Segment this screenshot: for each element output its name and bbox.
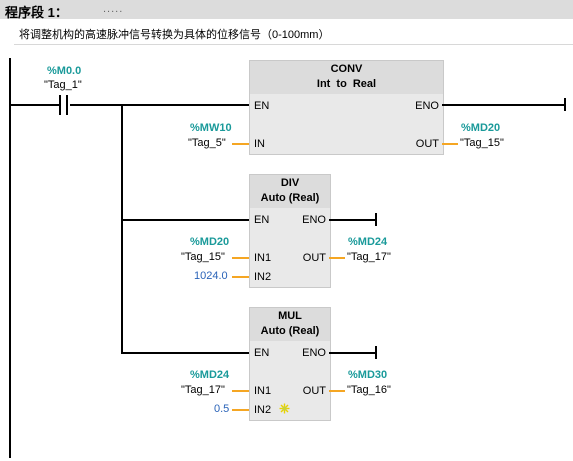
mul-pin-en: EN xyxy=(254,347,270,359)
conv-block[interactable]: CONV Int to Real EN ENO IN OUT xyxy=(249,60,444,155)
div-pin-eno: ENO xyxy=(302,214,326,226)
conv-pin-in: IN xyxy=(254,138,265,150)
mul-pin-in2: IN2 xyxy=(254,404,272,416)
conv-out-tag[interactable]: "Tag_15" xyxy=(460,137,504,149)
div-block[interactable]: DIV Auto (Real) EN ENO IN1 OUT IN2 xyxy=(249,174,331,288)
mul-out-address[interactable]: %MD30 xyxy=(348,369,388,381)
wire-mul-out xyxy=(329,390,345,392)
wire-div-eno xyxy=(329,219,376,221)
network-header[interactable] xyxy=(0,0,573,19)
power-rail xyxy=(9,58,11,458)
mul-in1-tag[interactable]: "Tag_17" xyxy=(181,384,225,396)
conv-pin-out: OUT xyxy=(415,138,439,150)
mul-eno-end xyxy=(375,346,377,359)
contact-tag[interactable]: "Tag_1" xyxy=(44,79,82,91)
wire-mul-in2 xyxy=(232,409,249,411)
mul-out-tag[interactable]: "Tag_16" xyxy=(347,384,391,396)
wire-div-out xyxy=(329,257,345,259)
conv-in-tag[interactable]: "Tag_5" xyxy=(188,137,226,149)
wire-conv-eno xyxy=(442,104,565,106)
div-out-tag[interactable]: "Tag_17" xyxy=(347,251,391,263)
mul-in1-address[interactable]: %MD24 xyxy=(190,369,230,381)
div-pin-in1: IN1 xyxy=(254,252,272,264)
branch-wire xyxy=(121,104,123,353)
div-in2-constant[interactable]: 1024.0 xyxy=(194,270,228,282)
conv-title: CONV xyxy=(330,63,363,75)
div-pin-in2: IN2 xyxy=(254,271,272,283)
network-comment-field[interactable] xyxy=(14,21,573,45)
div-title: DIV xyxy=(280,177,300,189)
mul-title: MUL xyxy=(278,310,302,322)
div-in1-address[interactable]: %MD20 xyxy=(190,236,230,248)
mul-in2-constant[interactable]: 0.5 xyxy=(214,403,230,415)
conv-header: CONV Int to Real xyxy=(250,61,443,94)
contact-address[interactable]: %M0.0 xyxy=(47,65,82,77)
mul-block[interactable]: MUL Auto (Real) EN ENO IN1 OUT IN2 xyxy=(249,307,331,421)
div-out-address[interactable]: %MD24 xyxy=(348,236,388,248)
conv-eno-end xyxy=(564,98,566,111)
wire-contact-to-conv xyxy=(70,104,250,106)
div-pin-out: OUT xyxy=(302,252,326,264)
mul-pin-eno: ENO xyxy=(302,347,326,359)
wire-conv-in xyxy=(232,143,249,145)
div-eno-end xyxy=(375,213,377,226)
conv-pin-eno: ENO xyxy=(415,100,439,112)
wire-mul-eno xyxy=(329,352,376,354)
mul-type[interactable]: Auto (Real) xyxy=(260,325,320,337)
conv-type-source[interactable]: Int xyxy=(316,78,331,90)
conv-out-address[interactable]: %MD20 xyxy=(461,122,501,134)
div-header: DIV Auto (Real) xyxy=(250,175,330,208)
contact-no-icon[interactable] xyxy=(59,95,68,115)
mul-pin-out: OUT xyxy=(302,385,326,397)
network-comment[interactable]: 将调整机构的高速脉冲信号转换为具体的位移信号（0-100mm） xyxy=(19,29,330,41)
wire-branch-to-mul xyxy=(121,352,250,354)
wire-conv-out xyxy=(442,143,458,145)
mul-header: MUL Auto (Real) xyxy=(250,308,330,341)
conv-pin-en: EN xyxy=(254,100,270,112)
network-title: 程序段 1： xyxy=(5,5,68,20)
wire-div-in2 xyxy=(232,276,249,278)
network-title-placeholder[interactable]: ..... xyxy=(103,3,124,15)
conv-type-target[interactable]: Real xyxy=(352,78,377,90)
conv-type-to: to xyxy=(336,78,347,90)
div-type[interactable]: Auto (Real) xyxy=(260,192,320,204)
wire-mul-in1 xyxy=(232,390,249,392)
wire-div-in1 xyxy=(232,257,249,259)
add-input-star-icon[interactable] xyxy=(279,403,290,417)
conv-in-address[interactable]: %MW10 xyxy=(190,122,232,134)
div-in1-tag[interactable]: "Tag_15" xyxy=(181,251,225,263)
wire-rail-to-contact xyxy=(11,104,61,106)
wire-branch-to-div xyxy=(121,219,250,221)
div-pin-en: EN xyxy=(254,214,270,226)
mul-pin-in1: IN1 xyxy=(254,385,272,397)
